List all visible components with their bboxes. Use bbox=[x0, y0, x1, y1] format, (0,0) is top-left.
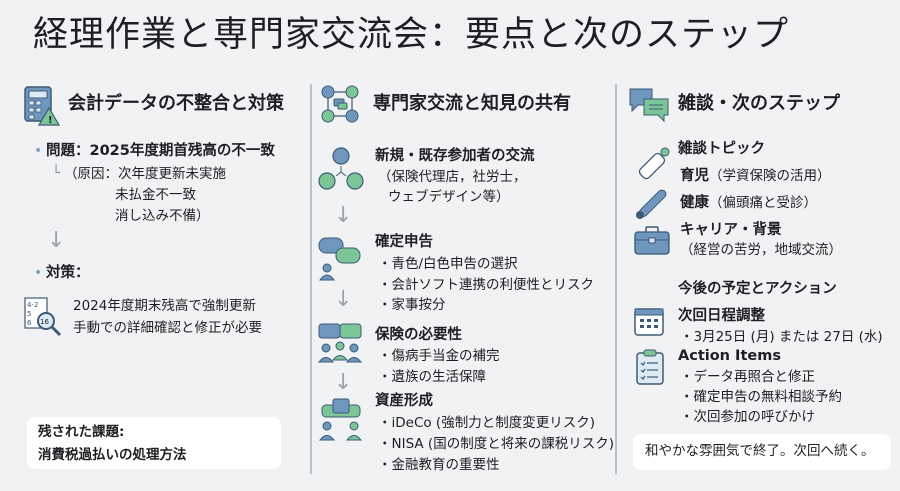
bullet-dot: • bbox=[34, 265, 43, 281]
issue-text: 問題：2025年度期首残高の不一致 bbox=[46, 143, 275, 159]
section-line: （保険代理店，社労士， bbox=[378, 169, 527, 185]
svg-text:6: 6 bbox=[27, 319, 32, 327]
remaining-issue-box bbox=[27, 417, 281, 469]
svg-text:5: 5 bbox=[27, 310, 31, 318]
cause-line: （原因：次年度更新未実施 bbox=[64, 166, 226, 182]
remaining-issue-text: 消費税過払いの処理方法 bbox=[38, 447, 187, 463]
section-heading-next-steps: 雑談・次のステップ bbox=[678, 93, 840, 114]
bullet-dot: • bbox=[34, 143, 43, 159]
section-line: ・金融教育の重要性 bbox=[378, 457, 500, 473]
action-item: ・データ再照合と修正 bbox=[680, 369, 815, 385]
section-title: 新規・既存参加者の交流 bbox=[375, 148, 535, 164]
topic-sub: （学資保険の活用） bbox=[709, 168, 831, 184]
closing-box bbox=[633, 434, 891, 470]
number-magnifier-icon: 4-256 16 bbox=[24, 297, 62, 337]
section-title: 保険の必要性 bbox=[375, 327, 462, 343]
section-line: ・NISA (国の制度と将来の課税リスク) bbox=[378, 436, 614, 452]
schedule-title: 次回日程調整 bbox=[678, 308, 765, 324]
tree-branch: └ bbox=[52, 165, 61, 181]
cause-line: 消し込み不備） bbox=[115, 208, 210, 224]
section-line: ・遺族の生活保障 bbox=[378, 369, 486, 385]
section-line: ・傷病手当金の補完 bbox=[378, 348, 500, 364]
cause-line: 未払金不一致 bbox=[115, 187, 196, 203]
section-line: ・iDeCo (強制力と制度変更リスク) bbox=[378, 415, 595, 431]
topic-main: 育児 bbox=[680, 168, 709, 184]
closing-text: 和やかな雰囲気で終了。次回へ続く。 bbox=[645, 443, 875, 459]
svg-text:4-2: 4-2 bbox=[27, 301, 38, 309]
down-arrow-icon: ↓ bbox=[334, 370, 353, 395]
chat-bubbles-person-icon bbox=[318, 237, 361, 281]
measure-label: 対策： bbox=[46, 265, 90, 281]
briefcase-icon bbox=[634, 226, 670, 255]
thermometer-icon bbox=[636, 189, 667, 219]
baby-bottle-icon bbox=[638, 147, 670, 180]
section-heading-experts: 専門家交流と知見の共有 bbox=[373, 93, 571, 114]
topic-sub: （偏頭痛と受診） bbox=[709, 195, 817, 211]
section-line: ウェブデザイン等） bbox=[388, 189, 510, 205]
topic-career: キャリア・背景 bbox=[680, 222, 782, 238]
section-line: ・青色/白色申告の選択 bbox=[378, 256, 518, 272]
clipboard-checklist-icon bbox=[636, 349, 664, 385]
plan-title: 今後の予定とアクション bbox=[678, 281, 837, 297]
schedule-line: ・3月25日 (月) または 27日 (水) bbox=[680, 329, 883, 345]
section-title: 確定申告 bbox=[375, 234, 433, 250]
svg-text:16: 16 bbox=[40, 318, 49, 326]
calendar-icon bbox=[634, 308, 664, 336]
topic-parenting: 育児（学資保険の活用） bbox=[680, 168, 831, 185]
down-arrow-icon: ↓ bbox=[47, 228, 66, 253]
section-heading-accounting: 会計データの不整合と対策 bbox=[68, 93, 284, 114]
chat-icon bbox=[629, 88, 669, 123]
down-arrow-icon: ↓ bbox=[334, 287, 353, 312]
page-title: 経理作業と専門家交流会：要点と次のステップ bbox=[33, 15, 790, 55]
svg-text:!: ! bbox=[48, 115, 53, 126]
section-title: 資産形成 bbox=[375, 393, 433, 409]
network-people-icon bbox=[321, 85, 359, 123]
section-line: ・会計ソフト連携の利便性とリスク bbox=[378, 277, 594, 293]
measure-line: 2024年度期末残高で強制更新 bbox=[73, 298, 256, 314]
down-arrow-icon: ↓ bbox=[334, 203, 353, 228]
column-divider bbox=[310, 84, 312, 474]
action-item: ・次回参加の呼びかけ bbox=[680, 409, 815, 425]
calculator-warning-icon: ! bbox=[24, 86, 60, 126]
topic-career-sub: （経営の苦労，地域交流） bbox=[680, 242, 842, 258]
action-item: ・確定申告の無料相談予約 bbox=[680, 389, 842, 405]
topic-health: 健康（偏頭痛と受診） bbox=[680, 195, 817, 212]
remaining-issue-title: 残された課題: bbox=[38, 424, 125, 440]
column-divider bbox=[615, 84, 617, 474]
topic-main: 健康 bbox=[680, 195, 709, 211]
asset-discussion-icon bbox=[318, 398, 363, 441]
measure-line: 手動での詳細確認と修正が必要 bbox=[73, 320, 262, 336]
section-line: ・家事按分 bbox=[378, 297, 446, 313]
topics-title: 雑談トピック bbox=[678, 141, 765, 157]
action-items-title: Action Items bbox=[678, 348, 781, 364]
group-discussion-icon bbox=[318, 323, 363, 363]
participants-icon bbox=[318, 147, 364, 190]
